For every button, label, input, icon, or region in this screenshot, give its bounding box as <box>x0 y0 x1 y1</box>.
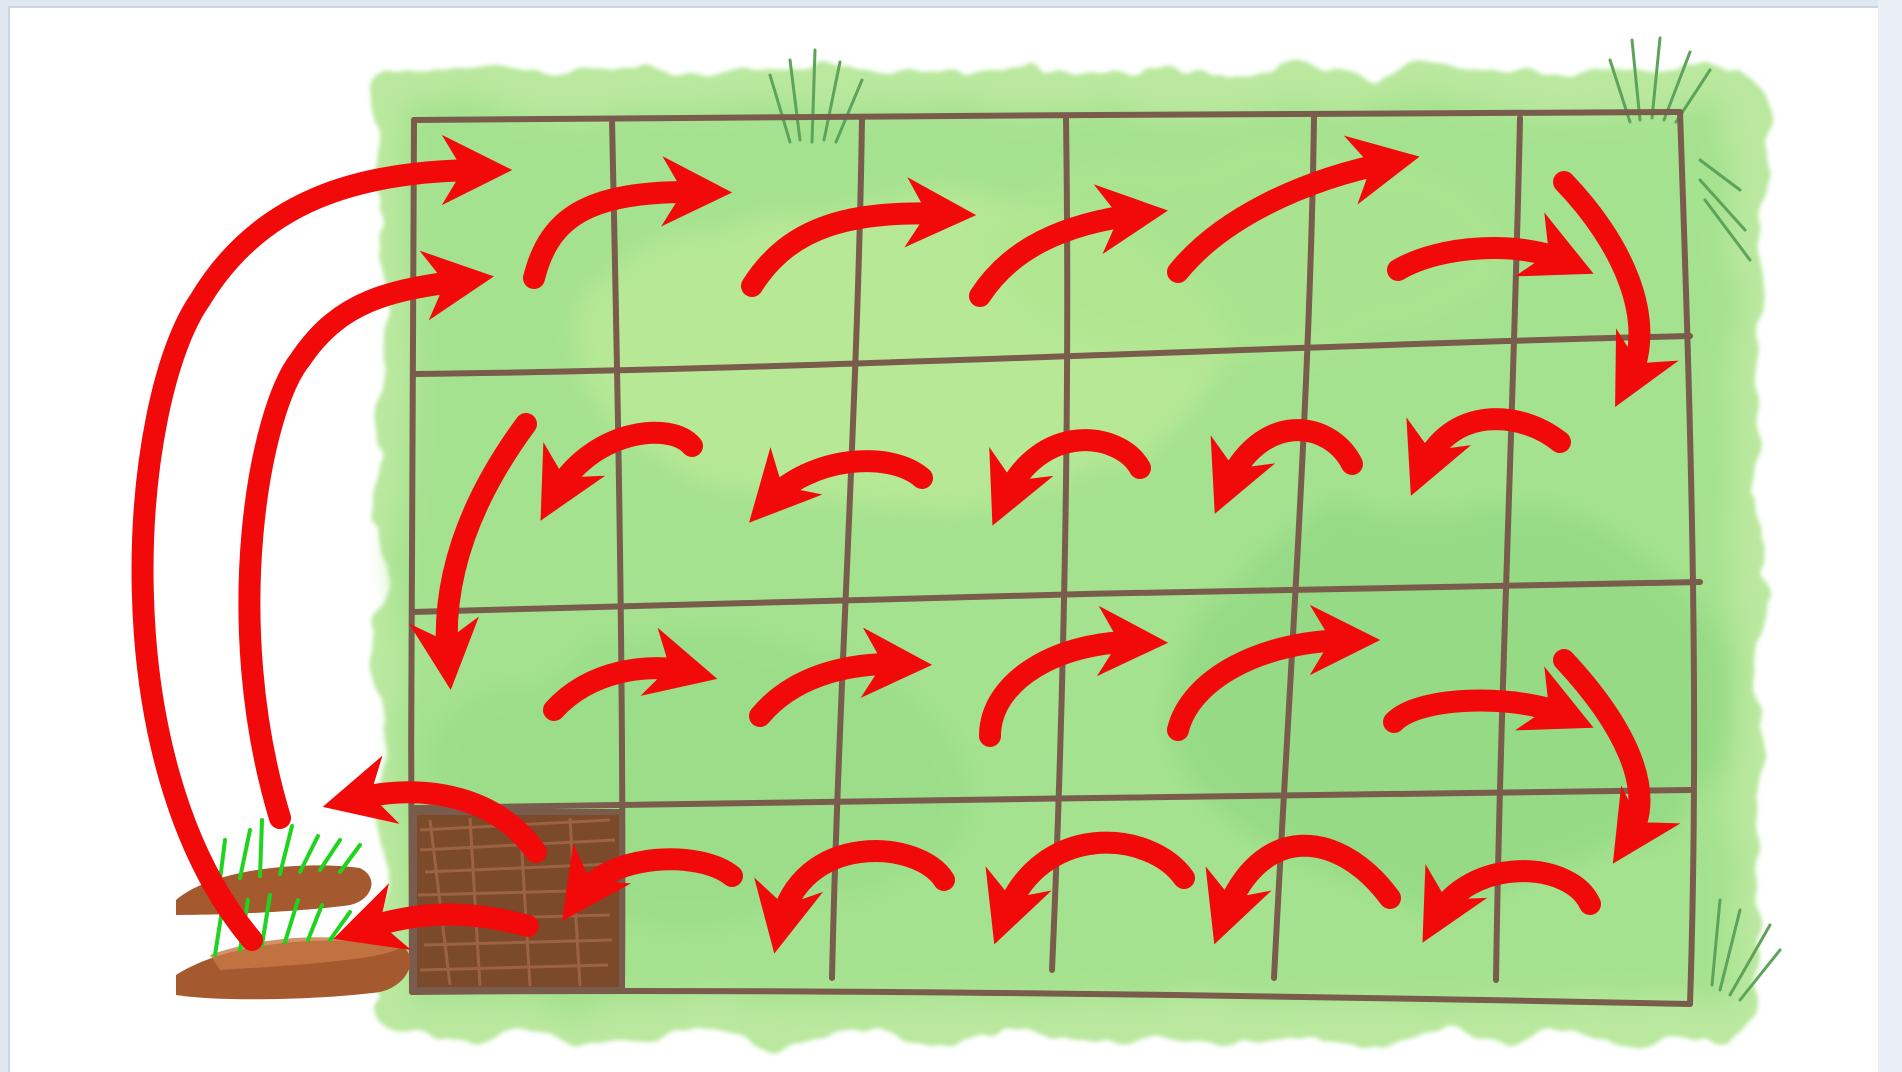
grazing-rotation-diagram <box>0 0 1902 1072</box>
